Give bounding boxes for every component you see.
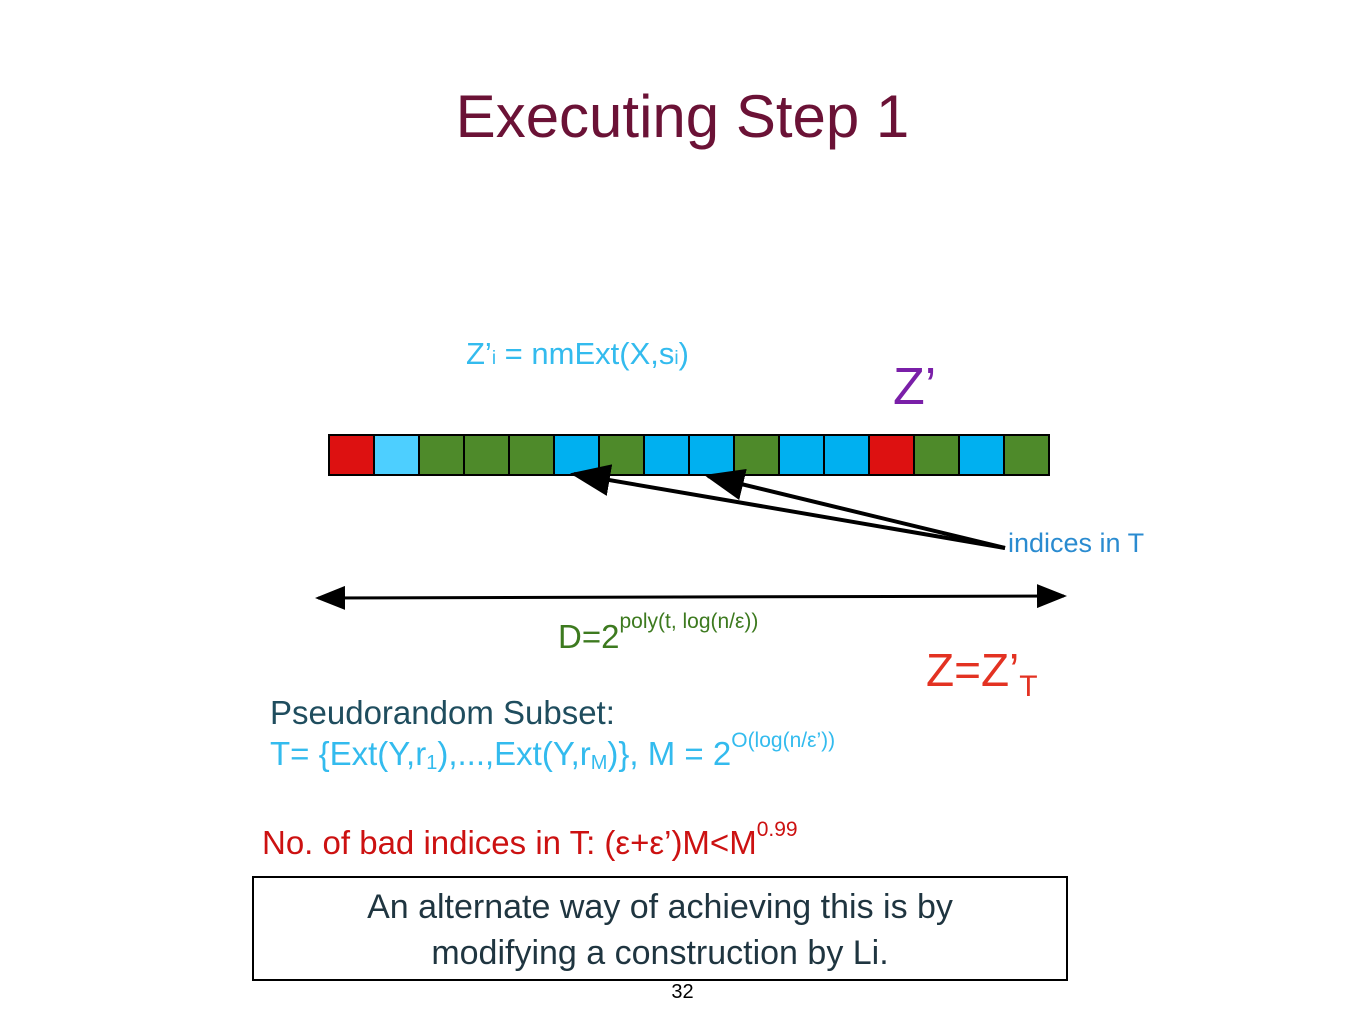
array-cell-blue [960,436,1005,474]
array-cell-blue [780,436,825,474]
formula-part-1: T= {Ext(Y,r [270,735,427,772]
zi-subscript: i [491,348,497,369]
array-cell-green [600,436,645,474]
bad-indices-statement: No. of bad indices in T: (ε+ε’)M<M0.99 [262,818,798,862]
page-number: 32 [671,981,694,1003]
array-cell-blue [825,436,870,474]
zi-text: Z’ [466,336,492,371]
si-subscript: i [674,348,679,369]
note-box: An alternate way of achieving this is by… [252,876,1068,981]
length-base: D=2 [558,618,620,655]
formula-sub-1: 1 [426,752,438,774]
zi-text-mid: = nmExt(X,s [496,336,675,371]
z-subscript: T [1019,670,1038,703]
length-arrow [315,584,1067,610]
z-equals-zt-label: Z=Z’T [926,643,1038,703]
array-cell-green [465,436,510,474]
array-cell-green [510,436,555,474]
subset-heading: Pseudorandom Subset: [270,694,615,731]
index-arrow-2 [704,468,1006,550]
bad-indices-base: No. of bad indices in T: (ε+ε’)M<M [262,824,757,861]
indices-in-t-label: indices in T [1008,528,1145,558]
z-prime-array [328,434,1050,476]
zi-text-end: ) [678,336,689,371]
array-cell-red [870,436,915,474]
array-cell-blue [690,436,735,474]
length-formula: D=2poly(t, log(n/ε)) [558,610,758,656]
note-line-1: An alternate way of achieving this is by [367,888,953,926]
array-cell-green [1005,436,1048,474]
z-prime-label: Z’ [893,358,937,416]
note-line-2: modifying a construction by Li. [431,934,889,972]
z-prime-i-formula: Z’i = nmExt(X,si) [466,336,689,372]
array-cell-blue [645,436,690,474]
formula-sub-m: M [590,752,608,774]
subset-formula: T= {Ext(Y,r1),...,Ext(Y,rM)}, M = 2O(log… [270,729,835,774]
array-cell-green [735,436,780,474]
bad-indices-exponent: 0.99 [756,818,798,841]
array-cell-red [330,436,375,474]
z-base: Z=Z’ [926,644,1020,696]
array-cell-lightblue [375,436,420,474]
length-exponent: poly(t, log(n/ε)) [619,610,759,633]
array-cell-green [420,436,465,474]
formula-part-3: )}, M = 2 [607,735,732,772]
array-cell-green [915,436,960,474]
index-arrow-1 [570,464,1006,550]
slide-title: Executing Step 1 [455,83,910,150]
formula-exponent: O(log(n/ε’)) [731,729,836,752]
formula-part-2: ),...,Ext(Y,r [437,735,591,772]
